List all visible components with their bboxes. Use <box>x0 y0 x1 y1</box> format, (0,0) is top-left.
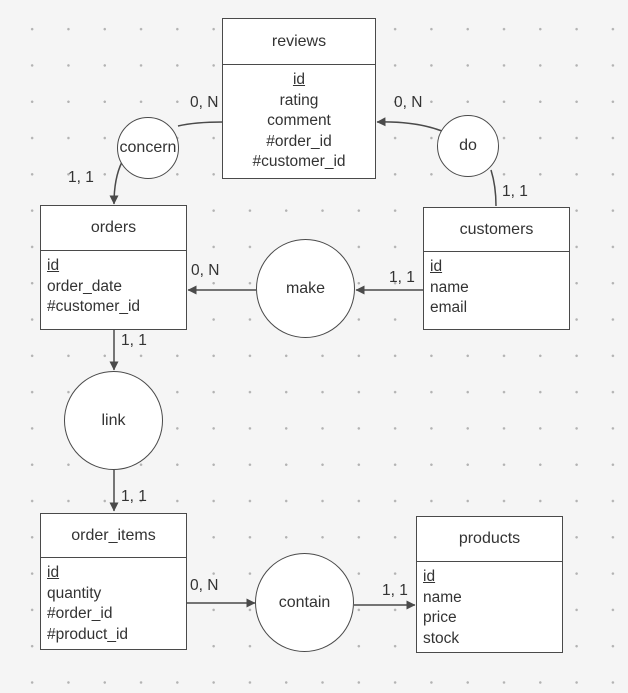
cardinality-concern-orders: 1, 1 <box>68 169 94 186</box>
relationship-link[interactable]: link <box>64 371 163 470</box>
relationship-concern[interactable]: concern <box>117 117 179 179</box>
attr-customers-name: name <box>430 278 469 296</box>
cardinality-link-order-items: 1, 1 <box>121 488 147 505</box>
attr-orders-order-date: order_date <box>47 277 122 295</box>
attr-orders-id: id <box>47 257 60 274</box>
entity-orders-attributes: id order_date #customer_id <box>41 251 186 318</box>
entity-order-items-attributes: id quantity #order_id #product_id <box>41 558 186 645</box>
cardinality-do-customers: 1, 1 <box>502 183 528 200</box>
entity-products-attributes: id name price stock <box>417 562 562 649</box>
entity-order-items-title: order_items <box>41 514 186 558</box>
attr-reviews-customer-id: #customer_id <box>252 153 346 170</box>
attr-products-name: name <box>423 588 462 606</box>
cardinality-contain-order-items: 0, N <box>190 577 219 594</box>
cardinality-make-orders: 0, N <box>191 262 220 279</box>
attr-reviews-order-id: #order_id <box>266 132 332 150</box>
entity-orders-title: orders <box>41 206 186 251</box>
entity-orders[interactable]: orders id order_date #customer_id <box>40 205 187 330</box>
attr-products-id: id <box>423 568 436 585</box>
attr-orders-customer-id: #customer_id <box>47 298 141 315</box>
entity-reviews[interactable]: reviews id rating comment #order_id #cus… <box>222 18 376 179</box>
attr-reviews-rating: rating <box>279 91 319 109</box>
attr-products-stock: stock <box>423 629 460 647</box>
attr-products-price: price <box>423 609 457 626</box>
cardinality-concern-reviews: 0, N <box>190 94 219 111</box>
entity-reviews-attributes: id rating comment #order_id #customer_id <box>223 65 375 173</box>
cardinality-contain-products: 1, 1 <box>382 582 408 599</box>
cardinality-link-orders: 1, 1 <box>121 332 147 349</box>
edge-reviews-concern <box>177 121 224 127</box>
entity-customers[interactable]: customers id name email <box>423 207 570 330</box>
edge-customers-do <box>490 169 497 207</box>
entity-products[interactable]: products id name price stock <box>416 516 563 653</box>
entity-order-items[interactable]: order_items id quantity #order_id #produ… <box>40 513 187 650</box>
edge-concern-orders <box>109 161 123 205</box>
attr-order-items-product-id: #product_id <box>47 625 129 643</box>
relationship-contain[interactable]: contain <box>255 553 354 652</box>
entity-reviews-title: reviews <box>223 19 375 65</box>
cardinality-do-reviews: 0, N <box>394 94 423 111</box>
attr-customers-id: id <box>430 258 443 275</box>
relationship-make[interactable]: make <box>256 239 355 338</box>
relationship-do[interactable]: do <box>437 115 499 177</box>
attr-reviews-id: id <box>292 71 306 88</box>
cardinality-make-customers: 1, 1 <box>389 269 415 286</box>
entity-customers-title: customers <box>424 208 569 252</box>
attr-reviews-comment: comment <box>267 112 331 129</box>
attr-order-items-id: id <box>47 564 60 581</box>
edge-do-reviews <box>376 117 443 132</box>
attr-order-items-order-id: #order_id <box>47 605 113 622</box>
entity-customers-attributes: id name email <box>424 252 569 319</box>
entity-products-title: products <box>417 517 562 562</box>
attr-customers-email: email <box>430 299 468 316</box>
attr-order-items-quantity: quantity <box>47 584 102 602</box>
